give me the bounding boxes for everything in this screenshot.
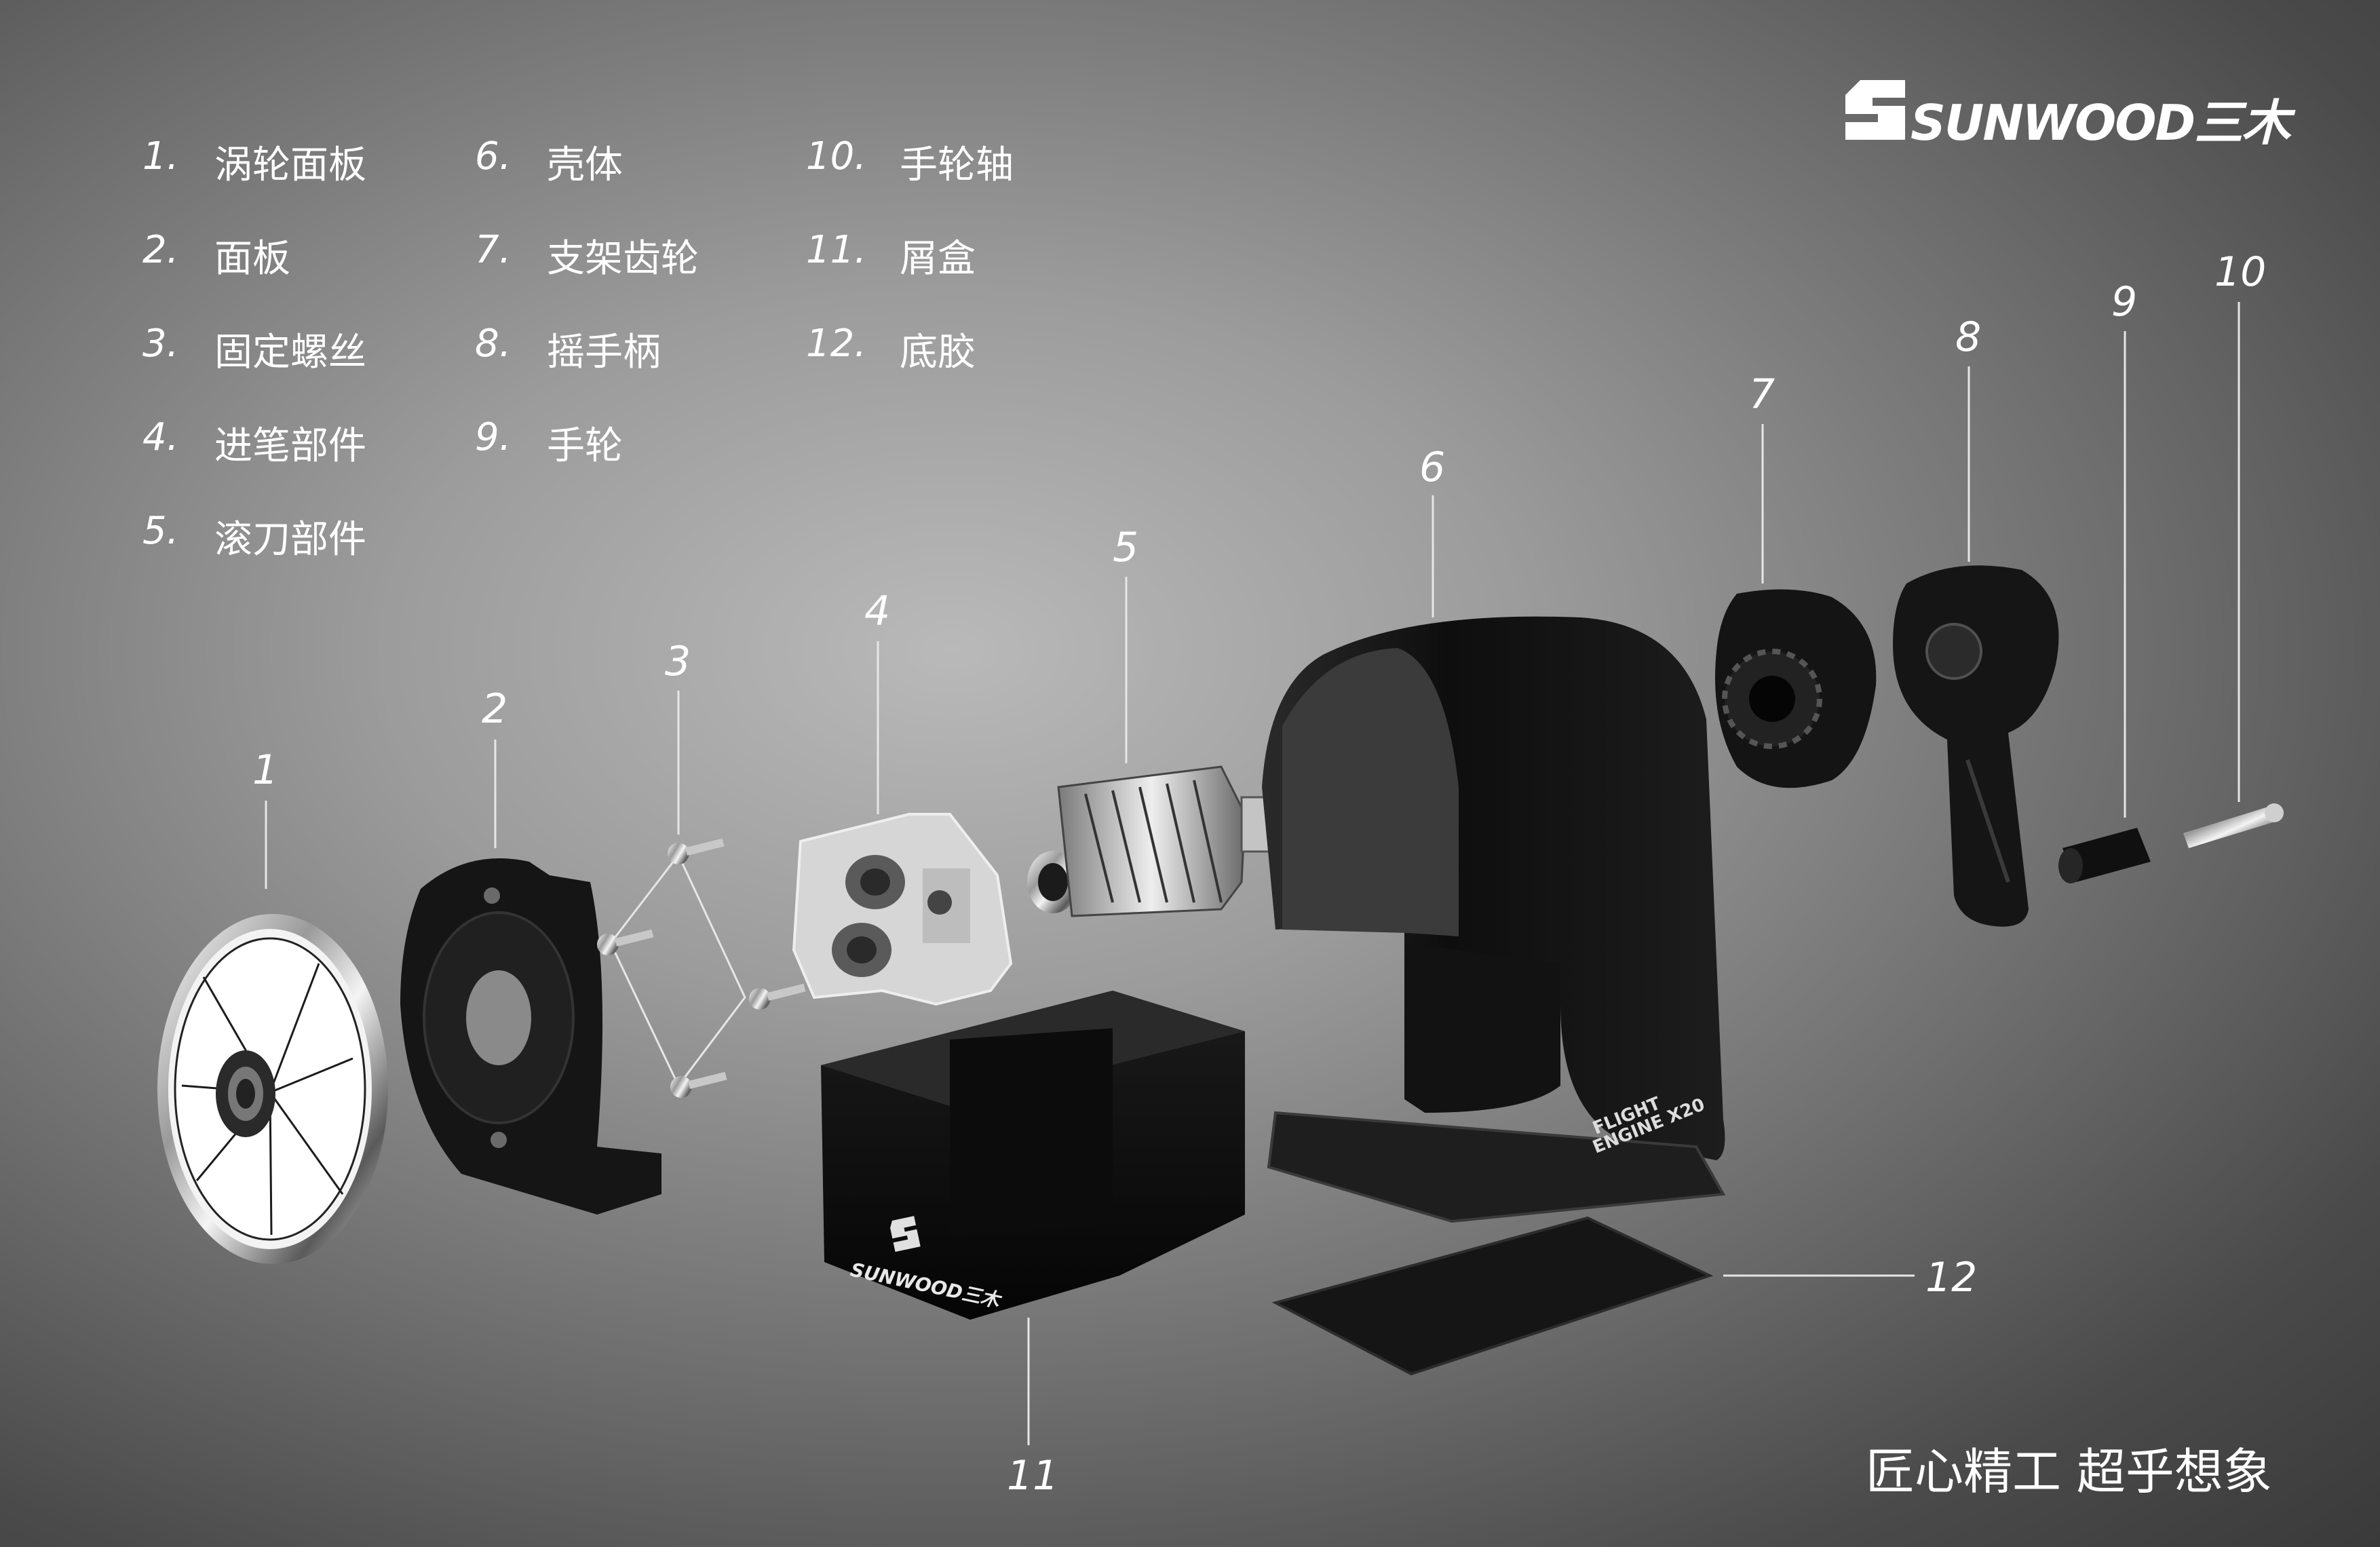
legend-item-1: 1. 涡轮面板 (142, 134, 366, 187)
part-6-housing: FLIGHT ENGINE X20 (1262, 616, 1726, 1223)
legend-label: 进笔部件 (214, 424, 366, 468)
legend-number: 4. (142, 415, 179, 459)
part-4-pencil-feed-assembly (792, 813, 1013, 1006)
legend-label: 手轮 (547, 424, 623, 468)
legend-label: 底胶 (900, 330, 976, 375)
part-8-crank-handle (1893, 565, 2059, 927)
legend-item-10: 10. 手轮轴 (806, 134, 1014, 187)
callout-2: 2 (482, 685, 508, 733)
legend-number: 9. (475, 415, 512, 459)
callout-10: 10 (2214, 248, 2267, 296)
callout-7: 7 (1749, 370, 1776, 418)
callout-4: 4 (864, 588, 891, 635)
legend-label: 固定螺丝 (214, 330, 366, 375)
part-7-bracket-gear (1715, 589, 1877, 788)
legend-number: 1. (142, 134, 179, 178)
legend-number: 10. (806, 134, 867, 178)
part-3-screws (597, 838, 806, 1098)
legend-label: 壳体 (547, 143, 623, 187)
legend-label: 支架齿轮 (547, 237, 699, 281)
legend-item-3: 3. 固定螺丝 (142, 322, 366, 375)
legend-number: 7. (475, 228, 512, 272)
callout-1: 1 (252, 746, 279, 794)
legend-item-7: 7. 支架齿轮 (475, 228, 699, 281)
legend-number: 12. (806, 322, 867, 366)
legend-label: 涡轮面板 (214, 143, 366, 187)
callout-12: 12 (1925, 1254, 1978, 1301)
legend-number: 3. (142, 322, 179, 366)
legend-label: 滚刀部件 (214, 518, 366, 562)
legend-item-2: 2. 面板 (142, 228, 290, 281)
legend-item-6: 6. 壳体 (475, 134, 623, 187)
legend-number: 5. (142, 509, 179, 553)
brand-name: SUNWOOD三木 (1911, 94, 2290, 151)
legend-item-11: 11. 屑盒 (806, 228, 976, 281)
callout-11: 11 (1007, 1452, 1059, 1500)
callout-3: 3 (665, 638, 691, 685)
legend-item-8: 8. 摇手柄 (475, 322, 661, 375)
sunwood-mark-icon (1845, 80, 1905, 140)
part-11-shavings-box: SUNWOOD三木 (821, 991, 1245, 1320)
part-2-panel (400, 858, 661, 1215)
part-1-turbo-panel (157, 914, 388, 1264)
legend-label: 摇手柄 (547, 330, 661, 375)
legend-label: 手轮轴 (900, 143, 1014, 187)
callout-9: 9 (2111, 278, 2138, 326)
legend-item-5: 5. 滚刀部件 (142, 509, 366, 562)
part-5-cutter-assembly (1027, 765, 1301, 917)
legend-item-12: 12. 底胶 (806, 322, 976, 375)
slogan: 匠心精工 超乎想象 (1866, 1443, 2272, 1500)
callout-5: 5 (1113, 524, 1139, 571)
part-9-knob (2058, 828, 2151, 883)
legend-number: 6. (475, 134, 512, 178)
legend-label: 面板 (214, 237, 290, 281)
legend-label: 屑盒 (900, 237, 976, 281)
legend-item-4: 4. 进笔部件 (142, 415, 366, 468)
legend-item-9: 9. 手轮 (475, 415, 623, 468)
part-10-knob-shaft (2183, 803, 2284, 848)
callout-8: 8 (1955, 313, 1982, 361)
callout-6: 6 (1419, 444, 1446, 491)
part-12-rubber-base (1271, 1216, 1714, 1376)
legend-number: 11. (806, 228, 867, 272)
legend-number: 8. (475, 322, 512, 366)
screw-pattern-lines (609, 854, 746, 1088)
legend-number: 2. (142, 228, 179, 272)
